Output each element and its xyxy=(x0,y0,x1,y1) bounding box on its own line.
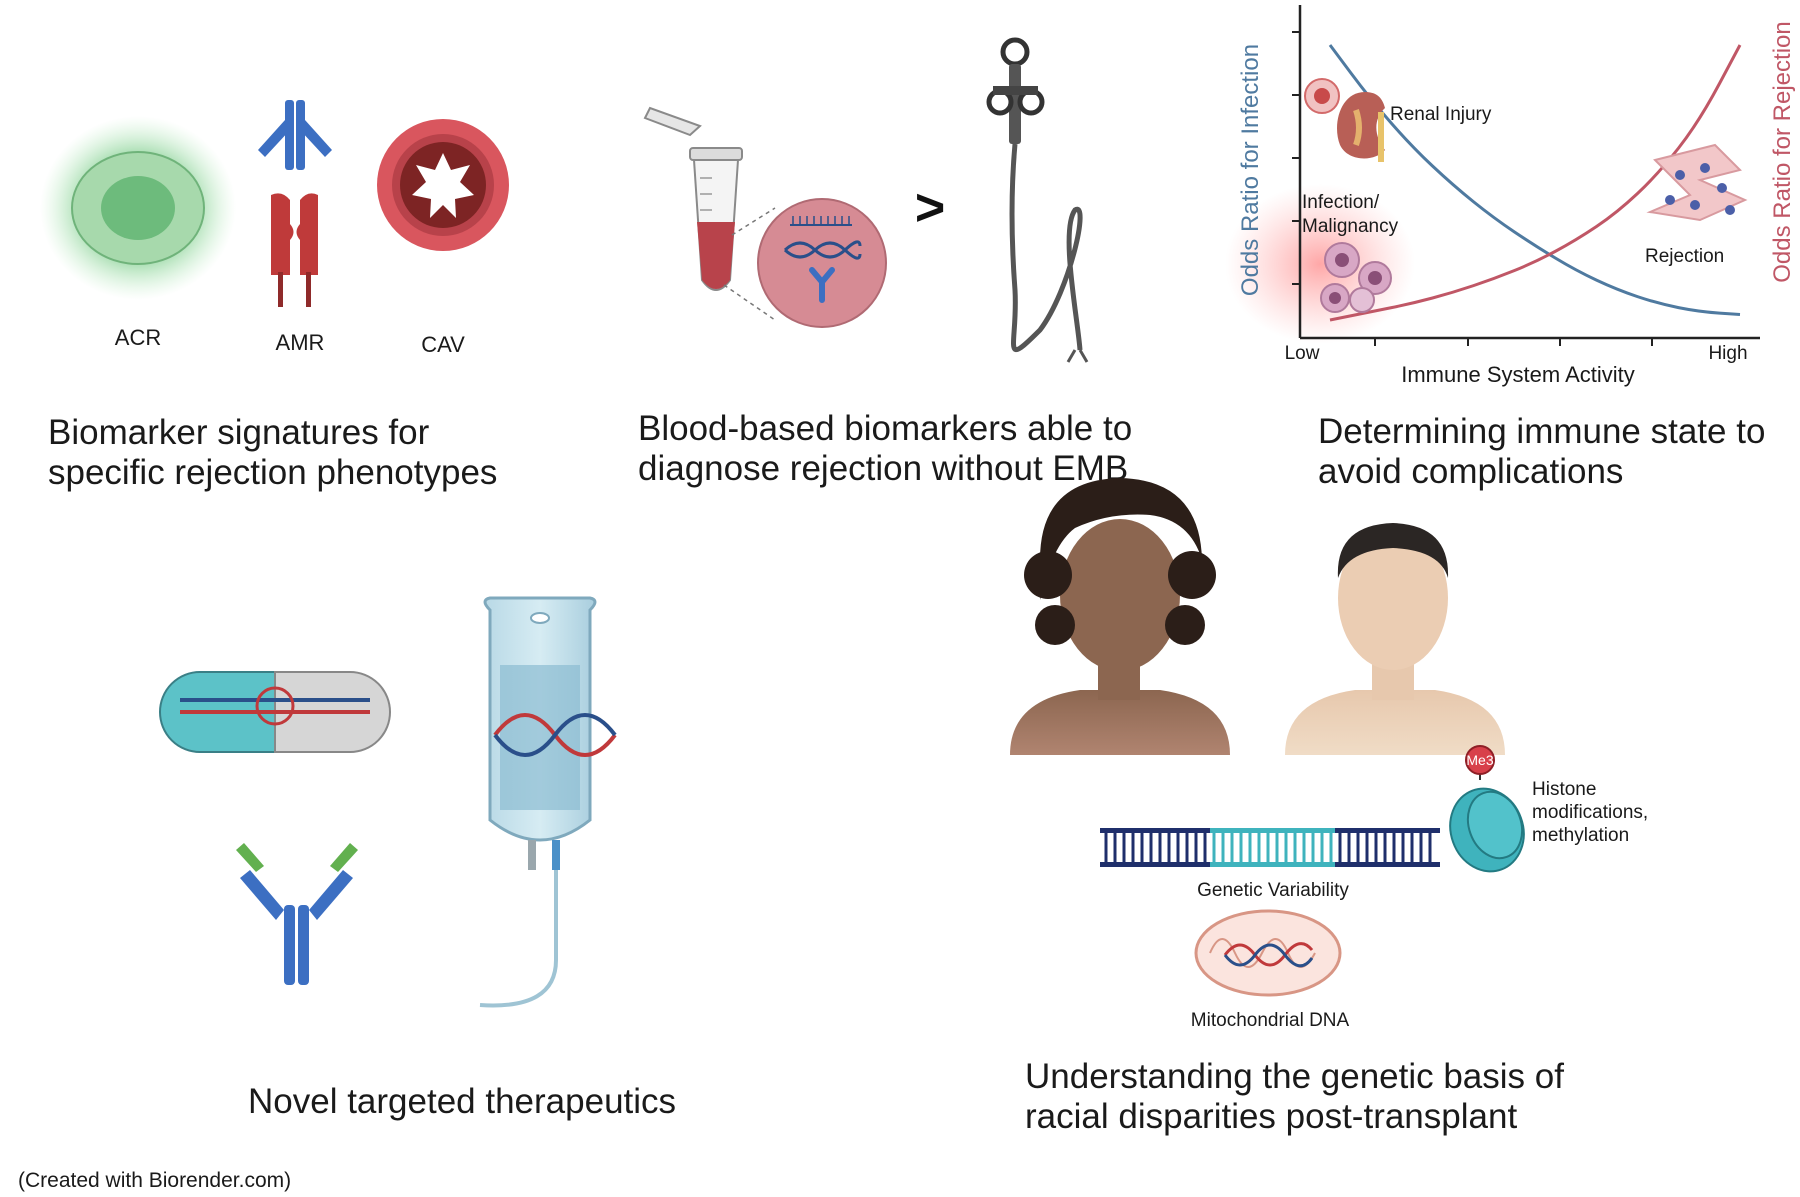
infection-curve xyxy=(1328,44,1741,316)
zoom-line xyxy=(723,284,776,321)
histone-label: methylation xyxy=(1532,825,1629,846)
biomarker-zoom-circle xyxy=(757,198,887,328)
panel-heading: Biomarker signatures for xyxy=(48,413,430,452)
comparator-symbol: > xyxy=(915,179,945,237)
mito-label: Mitochondrial DNA xyxy=(1191,1010,1350,1031)
rejection-tissue-icon xyxy=(1646,143,1748,222)
panel-heading: racial disparities post-transplant xyxy=(1025,1097,1517,1136)
panel-heading: avoid complications xyxy=(1318,452,1623,491)
rejection-curve xyxy=(1329,44,1742,322)
genetic-label: Genetic Variability xyxy=(1197,880,1349,901)
credit-text: (Created with Biorender.com) xyxy=(18,1169,291,1192)
panel-heading: Determining immune state to xyxy=(1318,412,1765,451)
type-label: CAV xyxy=(421,332,465,357)
mitochondrion-icon xyxy=(1194,909,1342,997)
cav-lumen xyxy=(412,153,474,218)
dna-strand-icon xyxy=(1100,828,1440,867)
chart-axes xyxy=(1292,5,1760,346)
x-tick-label: High xyxy=(1708,343,1747,364)
acr-cell-icon xyxy=(40,116,236,300)
iv-bag-icon xyxy=(479,596,617,1008)
immune-cells-icon xyxy=(1320,242,1392,313)
person-light-icon xyxy=(1285,523,1505,755)
person-dark-icon xyxy=(1010,478,1230,755)
capsule-icon xyxy=(159,671,391,753)
annotation-renal: Renal Injury xyxy=(1390,104,1492,125)
y-axis-label-right: Odds Ratio for Rejection xyxy=(1769,21,1796,282)
panel-blood-biomarkers: > Blood-based biomarkers able to diagnos… xyxy=(638,37,1132,488)
y-axis-label-left: Odds Ratio for Infection xyxy=(1237,44,1264,296)
kidney-icon xyxy=(1304,78,1385,162)
panel-therapeutics: Novel targeted therapeutics xyxy=(159,596,676,1121)
panel-heading: Novel targeted therapeutics xyxy=(248,1082,676,1121)
amr-antibody-icon xyxy=(258,100,332,307)
annotation-rejection: Rejection xyxy=(1645,246,1724,267)
antibody-icon xyxy=(236,843,358,985)
annotation-infection: Infection/ xyxy=(1302,192,1380,213)
x-tick-label: Low xyxy=(1285,343,1320,364)
panel-immune-state: Low High Immune System Activity Odds Rat… xyxy=(1225,5,1796,491)
cav-vessel-icon xyxy=(377,119,509,251)
annotation-infection: Malignancy xyxy=(1302,216,1399,237)
zoom-line xyxy=(731,207,776,236)
nucleosome-icon xyxy=(1449,745,1525,873)
panel-heading: Understanding the genetic basis of xyxy=(1025,1057,1564,1096)
panel-heading: Blood-based biomarkers able to xyxy=(638,409,1132,448)
panel-heading: diagnose rejection without EMB xyxy=(638,449,1128,488)
me3-label: Me3 xyxy=(1466,752,1493,768)
panel-heading: specific rejection phenotypes xyxy=(48,453,497,492)
panel-genetic-basis: Me3 Histone modifications, methylation G… xyxy=(1010,478,1648,1136)
type-label: AMR xyxy=(276,330,325,355)
x-axis-label: Immune System Activity xyxy=(1401,362,1635,387)
histone-label: modifications, xyxy=(1532,802,1648,823)
chart-series xyxy=(1328,44,1742,322)
panel-rejection-phenotypes: ACR AMR CAV Biomarker signatures for spe… xyxy=(40,100,509,492)
type-label: ACR xyxy=(115,325,161,350)
biopsy-forceps-icon xyxy=(986,37,1089,363)
histone-label: Histone xyxy=(1532,779,1596,800)
tube-icon xyxy=(643,106,743,291)
